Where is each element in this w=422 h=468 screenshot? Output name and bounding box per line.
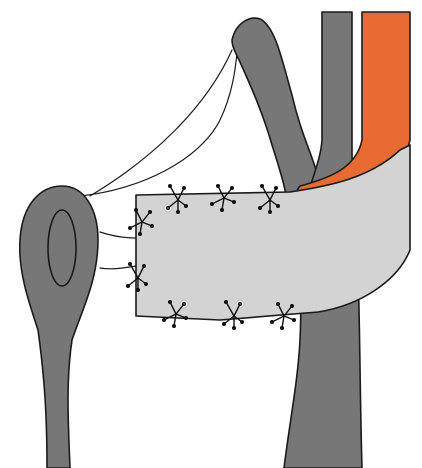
suture-end bbox=[142, 264, 146, 268]
flap-tether-upper bbox=[100, 232, 136, 238]
suture-end bbox=[232, 200, 236, 204]
suture-end bbox=[182, 186, 186, 190]
suture-end bbox=[126, 284, 130, 288]
suture-end bbox=[168, 300, 172, 304]
suture-end bbox=[276, 302, 280, 306]
suture-end bbox=[184, 316, 188, 320]
suture-end bbox=[292, 318, 296, 322]
suture-end bbox=[240, 320, 244, 324]
suture-end bbox=[274, 186, 278, 190]
suture-end bbox=[280, 326, 284, 330]
suture-end bbox=[182, 302, 186, 306]
suture-end bbox=[268, 210, 272, 214]
light-grey-flap bbox=[136, 145, 410, 320]
suture-end bbox=[258, 206, 262, 210]
suture-end bbox=[216, 184, 220, 188]
suture-end bbox=[136, 288, 140, 292]
membrane-line-upper bbox=[90, 50, 232, 196]
suture-end bbox=[290, 304, 294, 308]
suture-end bbox=[220, 208, 224, 212]
suture-thread bbox=[272, 316, 284, 322]
suture-end bbox=[260, 184, 264, 188]
suture-end bbox=[232, 326, 236, 330]
suture-end bbox=[230, 186, 234, 190]
suture-end bbox=[184, 204, 188, 208]
suture-end bbox=[172, 324, 176, 328]
suture-end bbox=[138, 232, 142, 236]
suture-end bbox=[224, 300, 228, 304]
suture-end bbox=[144, 282, 148, 286]
suture-end bbox=[210, 202, 214, 206]
membrane-line-lower bbox=[80, 40, 238, 196]
suture-end bbox=[128, 226, 132, 230]
suture-end bbox=[128, 262, 132, 266]
suture-end bbox=[222, 322, 226, 326]
suture-end bbox=[134, 208, 138, 212]
suture-end bbox=[176, 210, 180, 214]
left-oval-opening bbox=[48, 210, 76, 286]
suture-end bbox=[150, 224, 154, 228]
suture-end bbox=[166, 206, 170, 210]
suture-end bbox=[148, 210, 152, 214]
suture-end bbox=[162, 318, 166, 322]
suture-end bbox=[238, 302, 242, 306]
suture-end bbox=[276, 204, 280, 208]
suture-end bbox=[270, 320, 274, 324]
suture-end bbox=[168, 184, 172, 188]
